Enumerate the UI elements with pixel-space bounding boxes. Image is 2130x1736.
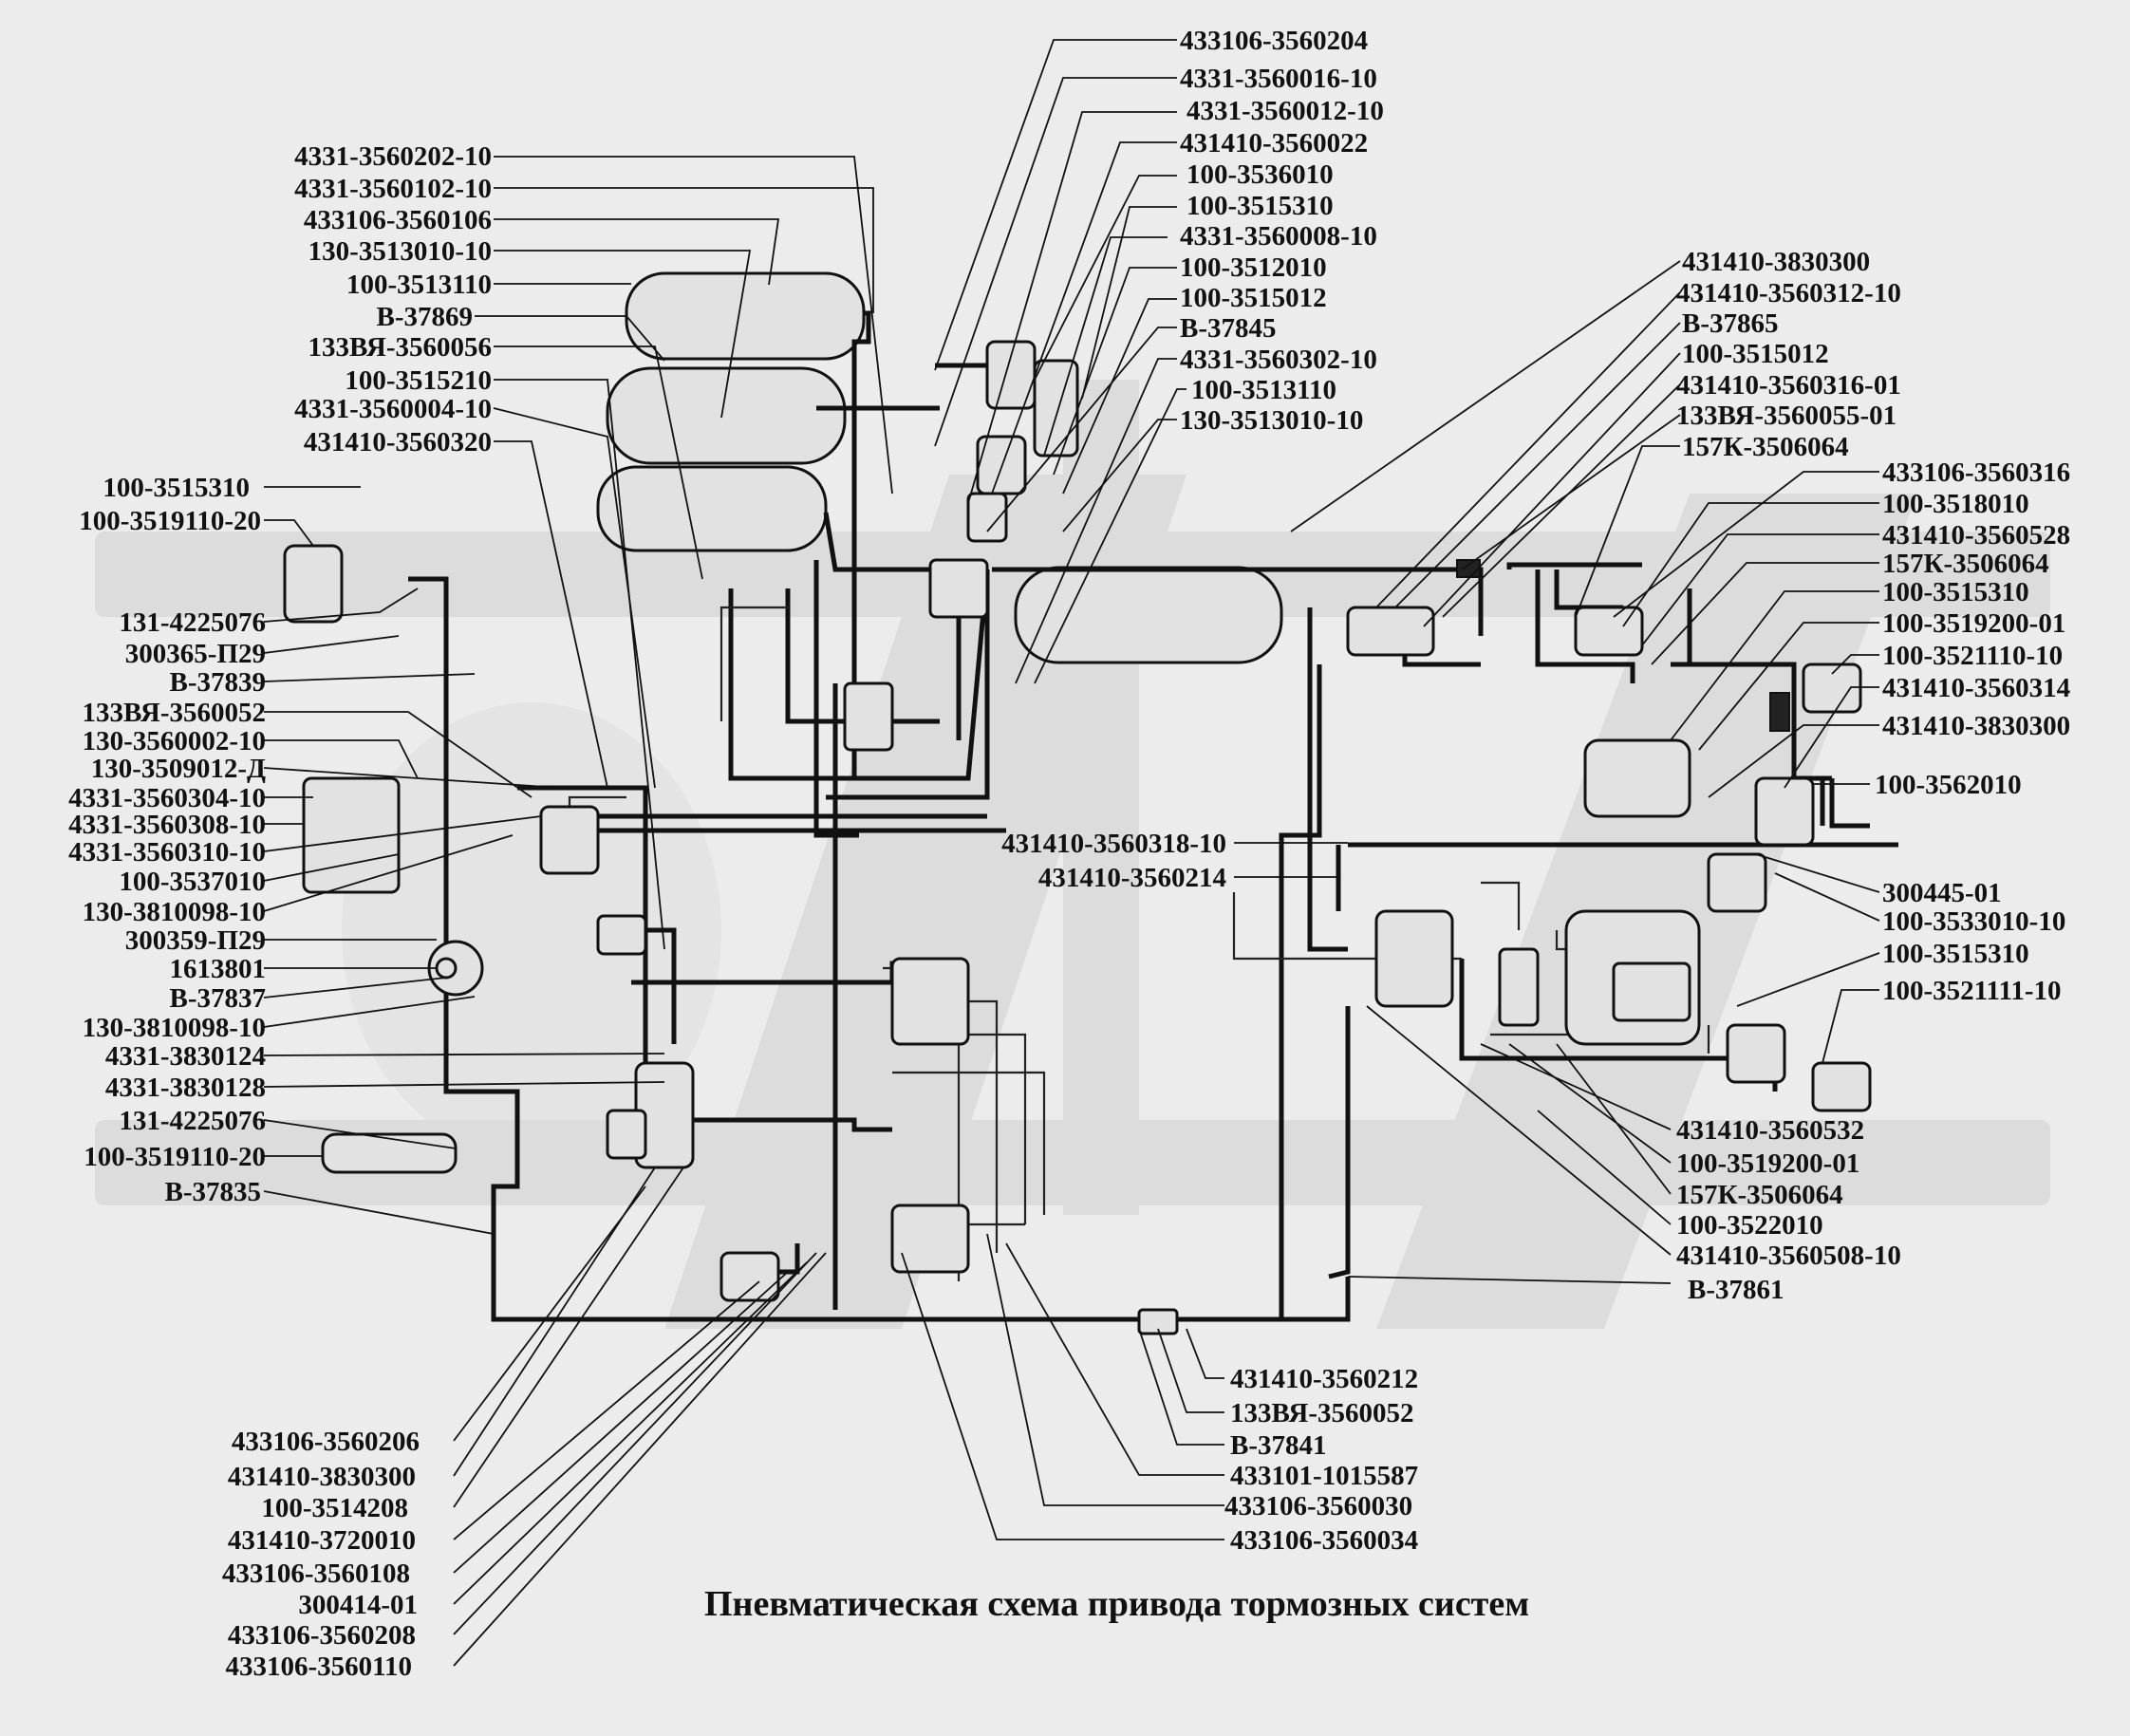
- part-label: 100-3515210: [345, 365, 492, 396]
- part-label: В-37841: [1230, 1430, 1327, 1461]
- part-label: 300414-01: [298, 1590, 418, 1620]
- part-label: В-37835: [165, 1177, 262, 1207]
- part-label: В-37845: [1180, 313, 1277, 344]
- leader-lines: [263, 39, 1880, 1667]
- part-label: 4331-3560004-10: [294, 394, 492, 424]
- part-label: 4331-3560304-10: [68, 783, 266, 813]
- part-label: 433106-3560208: [228, 1620, 416, 1651]
- part-label: 4331-3560016-10: [1180, 64, 1377, 94]
- part-label: 433106-3560316: [1882, 457, 2070, 488]
- part-label: 100-3513110: [346, 270, 492, 300]
- part-label: 431410-3560214: [1038, 863, 1226, 893]
- part-label: 431410-3830300: [228, 1462, 416, 1492]
- part-label: 100-3515310: [1882, 577, 2029, 607]
- part-label: 100-3519200-01: [1882, 608, 2065, 639]
- part-label: 133ВЯ-3560055-01: [1676, 401, 1896, 431]
- part-label: 4331-3560310-10: [68, 837, 266, 868]
- part-labels: 433106-3560204 4331-3560016-10 4331-3560…: [68, 26, 2070, 1682]
- part-label: 100-3537010: [119, 867, 266, 897]
- part-label: 431410-3830300: [1682, 247, 1870, 277]
- part-label: 4331-3830128: [105, 1073, 266, 1103]
- part-label: 1613801: [170, 954, 267, 984]
- part-label: 431410-3560532: [1676, 1115, 1864, 1146]
- part-label: 431410-3560314: [1882, 673, 2070, 703]
- part-label: 433101-1015587: [1230, 1461, 1418, 1491]
- part-label: 433106-3560110: [225, 1652, 412, 1682]
- part-label: 130-3560002-10: [83, 726, 266, 756]
- part-label: 4331-3560012-10: [1186, 96, 1384, 126]
- part-label: 431410-3560320: [304, 427, 492, 457]
- part-label: 100-3519200-01: [1676, 1148, 1859, 1179]
- part-label: 157К-3506064: [1882, 549, 2049, 579]
- part-label: 133ВЯ-3560052: [83, 698, 267, 728]
- part-label: 433106-3560204: [1180, 26, 1368, 56]
- part-label: 100-3533010-10: [1882, 906, 2065, 937]
- part-label: В-37839: [170, 667, 267, 698]
- part-label: 130-3513010-10: [308, 236, 492, 267]
- part-label: 131-4225076: [119, 607, 266, 638]
- part-label: 431410-3560318-10: [1001, 829, 1226, 859]
- part-label: 100-3562010: [1875, 770, 2022, 800]
- part-label: 100-3515310: [1186, 191, 1334, 221]
- part-label: 100-3519110-20: [84, 1142, 266, 1172]
- part-label: 431410-3560528: [1882, 520, 2070, 551]
- part-label: 100-3536010: [1186, 159, 1334, 190]
- part-label: 130-3810098-10: [83, 897, 266, 927]
- part-label: 431410-3560022: [1180, 128, 1368, 159]
- part-label: 431410-3560212: [1230, 1364, 1418, 1394]
- part-label: 157К-3506064: [1682, 432, 1849, 462]
- part-label: 100-3515310: [1882, 939, 2029, 969]
- part-label: 300365-П29: [125, 639, 266, 669]
- part-label: 300359-П29: [125, 925, 266, 956]
- part-label: 300445-01: [1882, 878, 2002, 908]
- part-label: 100-3521110-10: [1882, 641, 2063, 671]
- part-label: 133ВЯ-3560056: [308, 332, 493, 363]
- part-label: 431410-3560312-10: [1676, 278, 1901, 308]
- part-label: 4331-3560302-10: [1180, 345, 1377, 375]
- part-label: В-37869: [377, 302, 474, 332]
- part-label: 157К-3506064: [1676, 1180, 1843, 1210]
- part-label: 130-3509012-Д: [91, 754, 266, 784]
- part-label: 4331-3830124: [105, 1041, 266, 1072]
- part-label: 433106-3560030: [1224, 1491, 1412, 1521]
- diagram-title: Пневматическая схема привода тормозных с…: [704, 1584, 1529, 1624]
- part-label: 131-4225076: [119, 1106, 266, 1136]
- part-label: 100-3515310: [103, 473, 250, 503]
- part-label: 433106-3560106: [304, 205, 492, 235]
- part-label: 133ВЯ-3560052: [1230, 1398, 1414, 1428]
- part-label: 100-3515012: [1180, 283, 1327, 313]
- part-label: 431410-3560316-01: [1676, 370, 1901, 401]
- part-label: 100-3519110-20: [79, 506, 261, 536]
- part-label: 100-3518010: [1882, 489, 2029, 519]
- part-label: 431410-3830300: [1882, 711, 2070, 741]
- part-label: 100-3521111-10: [1882, 976, 2062, 1006]
- part-label: 100-3513110: [1191, 375, 1336, 405]
- part-label: 4331-3560308-10: [68, 810, 266, 840]
- part-label: В-37837: [170, 983, 267, 1014]
- part-label: 431410-3720010: [228, 1525, 416, 1556]
- part-label: 100-3515012: [1682, 339, 1829, 369]
- part-label: 4331-3560102-10: [294, 174, 492, 204]
- part-label: В-37865: [1682, 308, 1779, 339]
- part-label: В-37861: [1688, 1275, 1784, 1305]
- part-label: 433106-3560206: [232, 1427, 420, 1457]
- part-label: 433106-3560108: [222, 1559, 410, 1589]
- part-label: 130-3810098-10: [83, 1013, 266, 1043]
- part-label: 130-3513010-10: [1180, 405, 1363, 436]
- part-label: 100-3512010: [1180, 252, 1327, 283]
- part-label: 431410-3560508-10: [1676, 1241, 1901, 1271]
- valve-units: [283, 340, 1872, 1335]
- part-label: 100-3522010: [1676, 1210, 1823, 1241]
- part-label: 4331-3560202-10: [294, 141, 492, 172]
- part-label: 433106-3560034: [1230, 1525, 1418, 1556]
- part-label: 4331-3560008-10: [1180, 221, 1377, 252]
- part-label: 100-3514208: [261, 1493, 408, 1523]
